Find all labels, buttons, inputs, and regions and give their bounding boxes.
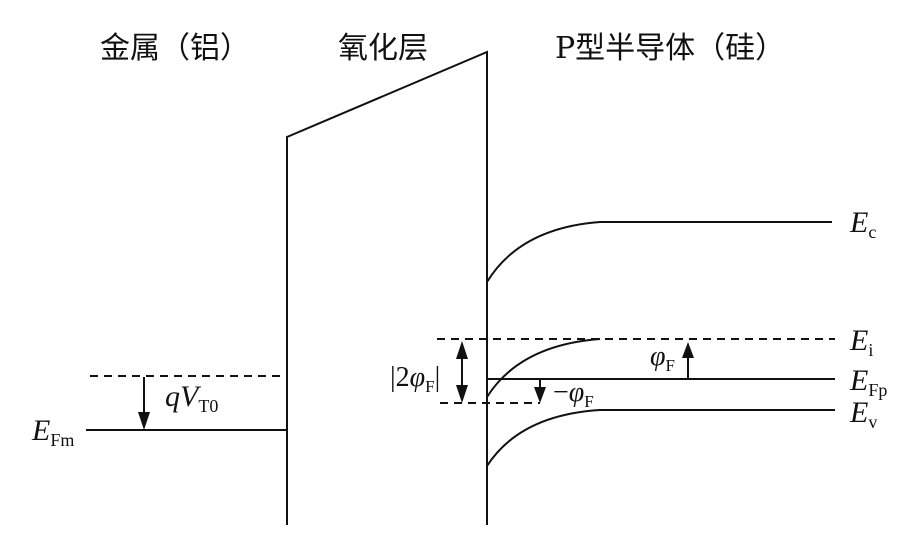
oxide-barrier [286,50,488,525]
intrinsic-level-curve [486,338,601,398]
label-efm: EFm [31,414,74,450]
label-efp: EFp [849,364,887,400]
label-ei: Ei [849,324,873,360]
arrowhead [682,342,694,358]
title-semiconductor: P型半导体（硅） [555,31,785,66]
conduction-band [486,221,832,283]
valence-band [486,409,835,467]
label-qvt0: qVT0 [165,380,218,416]
title-oxide: 氧化层 [338,31,428,66]
arrowhead [138,412,150,430]
arrowhead [456,341,468,359]
label-neg-phi-f: −φF [553,377,594,411]
title-metal: 金属（铝） [100,31,250,66]
label-phi-f: φF [650,341,675,375]
label-ev: Ev [849,396,877,432]
arrowhead [456,385,468,403]
arrowhead [534,387,546,403]
label-two-phi-f: |2φF| [390,362,440,396]
label-ec: Ec [849,206,876,242]
